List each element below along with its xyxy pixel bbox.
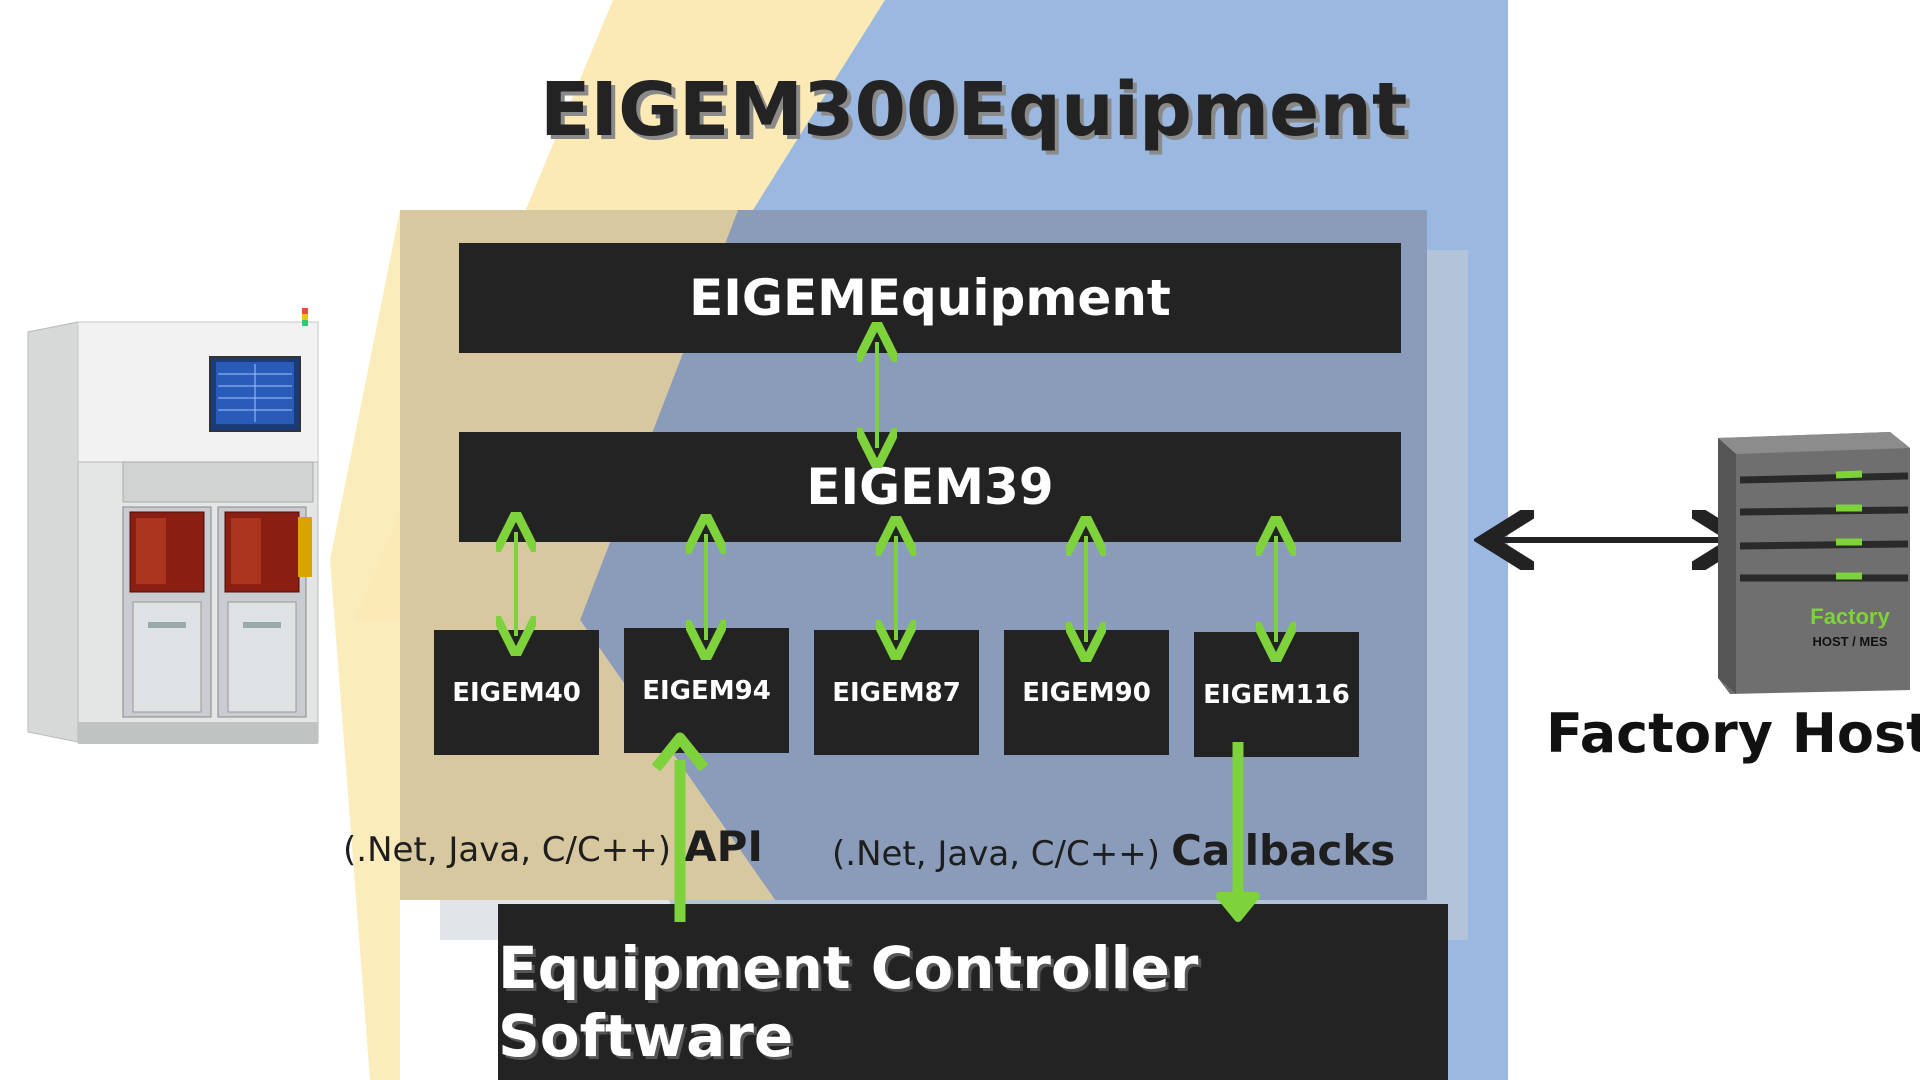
callbacks-label: Callbacks (1171, 826, 1396, 875)
equipment-controller-software: Equipment Controller Software (498, 904, 1448, 1080)
server-label-line1: Factory (1810, 604, 1890, 629)
callbacks-languages: (.Net, Java, C/C++) (832, 834, 1160, 874)
diagram-title: EIGEM300Equipment (540, 67, 1408, 153)
semiconductor-tool-icon (27, 308, 319, 744)
module-eigem87: EIGEM87 (814, 630, 979, 755)
eigem39-layer: EIGEM39 (459, 432, 1401, 542)
module-label: EIGEM40 (452, 677, 581, 708)
module-eigem90: EIGEM90 (1004, 630, 1169, 755)
server-tower-icon: Factory HOST / MES (1718, 432, 1910, 694)
factory-host-label: Factory Host (1546, 702, 1920, 765)
module-label: EIGEM94 (642, 675, 771, 706)
module-eigem94: EIGEM94 (624, 628, 789, 753)
module-label: EIGEM87 (832, 677, 961, 708)
module-label: EIGEM116 (1203, 679, 1350, 710)
module-label: EIGEM90 (1022, 677, 1151, 708)
server-label-line2: HOST / MES (1812, 634, 1887, 649)
eigem39-label: EIGEM39 (806, 458, 1054, 516)
module-eigem116: EIGEM116 (1194, 632, 1359, 757)
api-languages: (.Net, Java, C/C++) (343, 830, 671, 870)
api-note: (.Net, Java, C/C++) API (343, 822, 763, 871)
controller-label: Equipment Controller Software (498, 934, 1199, 1070)
module-eigem40: EIGEM40 (434, 630, 599, 755)
api-label: API (684, 822, 763, 871)
eigem-equipment-label: EIGEMEquipment (689, 269, 1171, 327)
eigem-equipment-layer: EIGEMEquipment (459, 243, 1401, 353)
zoom-cone (330, 210, 400, 1080)
callbacks-note: (.Net, Java, C/C++) Callbacks (832, 826, 1395, 875)
